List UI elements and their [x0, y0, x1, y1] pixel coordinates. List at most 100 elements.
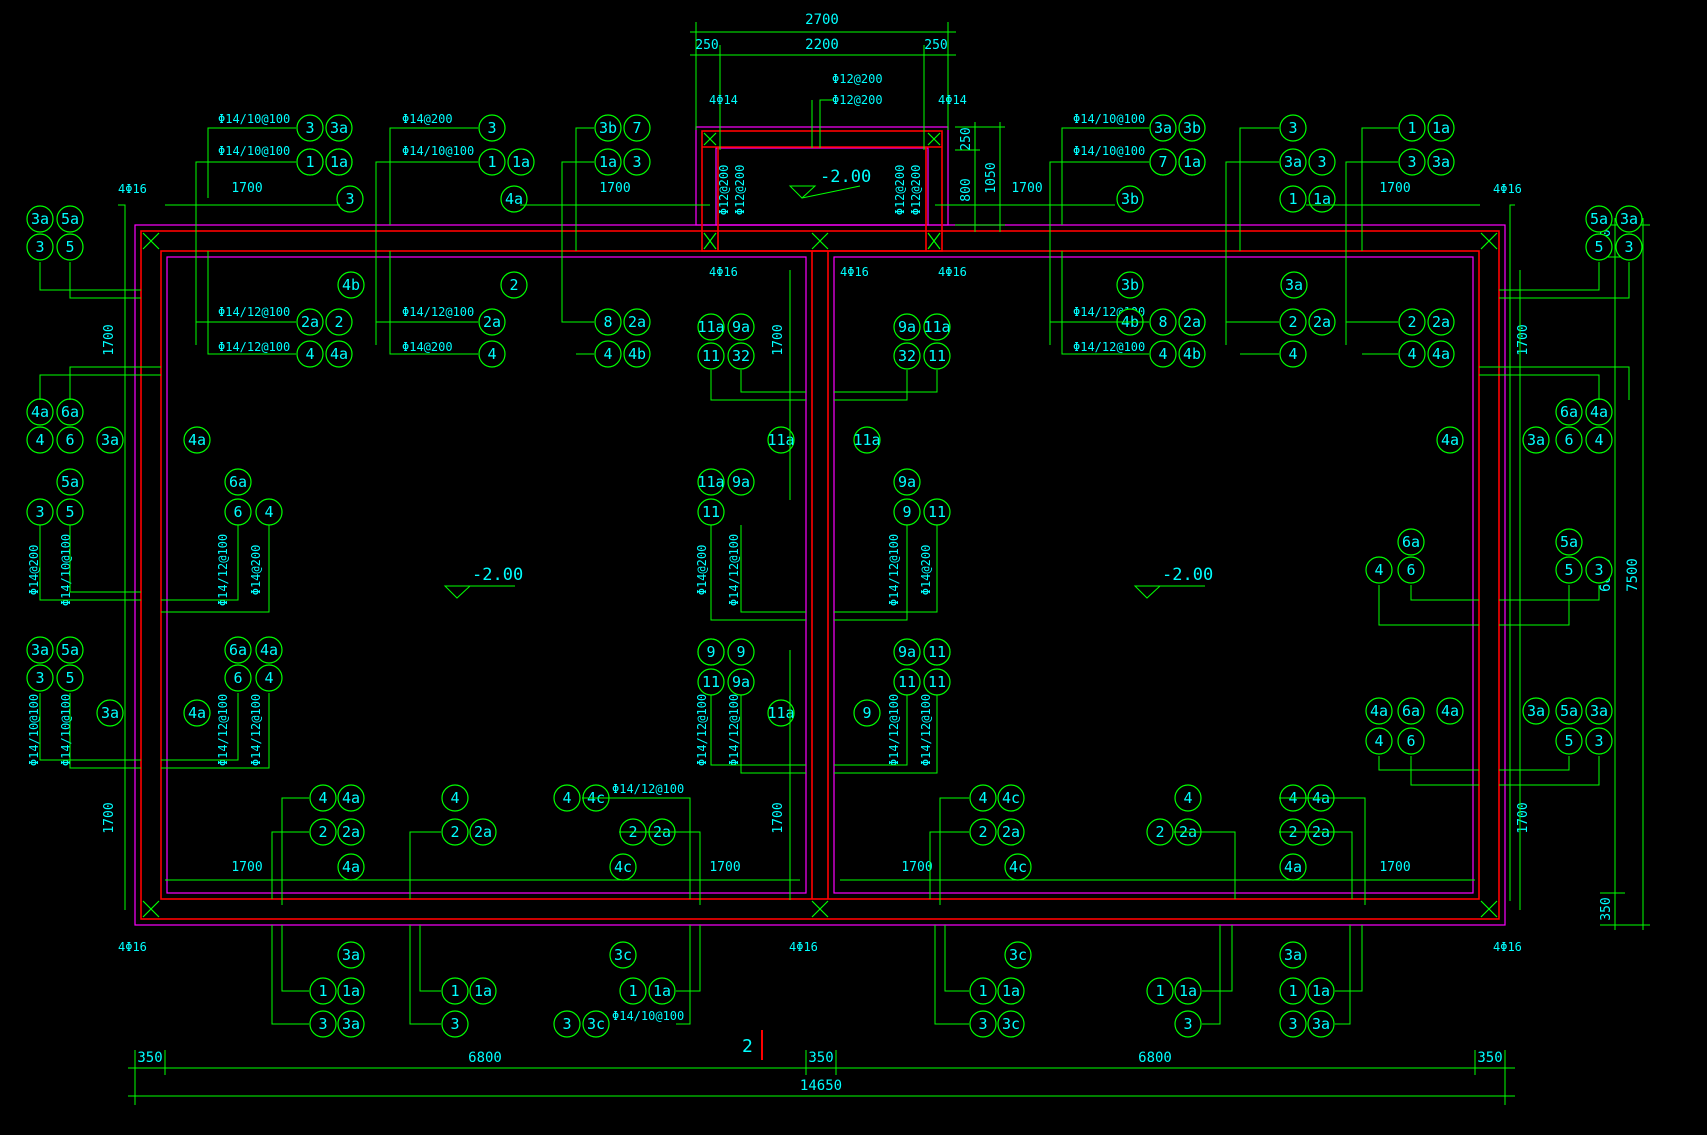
- rebar-label: Φ14/12@100: [727, 694, 741, 766]
- rebar-label: 4Φ16: [709, 265, 738, 279]
- bar-mark-bubble: 4: [296, 340, 324, 368]
- bot-dim-seg-5: 350: [1477, 1050, 1502, 1066]
- bot-dim-seg-1: 350: [137, 1050, 162, 1066]
- bar-mark-bubble: 7: [623, 114, 651, 142]
- bar-mark-bubble: 3b: [594, 114, 622, 142]
- bar-mark-bubble: 2a: [337, 818, 365, 846]
- bubble-label: 5: [65, 503, 74, 521]
- bar-mark-bubble: 6a: [56, 398, 84, 426]
- leader-line: [1279, 797, 1366, 905]
- bubble-label: 6: [1564, 431, 1573, 449]
- rebar-label: Φ14/12@100: [216, 534, 230, 606]
- leader-line: [575, 127, 594, 251]
- bubble-circle: [697, 638, 725, 666]
- bar-mark-bubble: 3: [309, 1010, 337, 1038]
- top-dim-total: 2700: [805, 12, 839, 28]
- leader-line: [161, 693, 270, 769]
- bubble-label: 4b: [1183, 345, 1201, 363]
- bar-mark-bubble: 2: [325, 308, 353, 336]
- leader-line: [69, 262, 141, 299]
- bubble-circle: [1555, 727, 1583, 755]
- bubble-circle: [183, 426, 211, 454]
- bubble-circle: [441, 1010, 469, 1038]
- level-label-left: -2.00: [472, 565, 523, 585]
- bar-mark-bubble: 1: [1146, 977, 1174, 1005]
- leader-line: [375, 161, 478, 345]
- bubble-label: 2a: [628, 313, 646, 331]
- bubble-circle: [1149, 148, 1177, 176]
- bar-mark-bubble: 5: [56, 498, 84, 526]
- leader-line: [561, 161, 594, 323]
- bubble-circle: [1308, 308, 1336, 336]
- bubble-circle: [1279, 148, 1307, 176]
- bubble-label: 2a: [1002, 823, 1020, 841]
- bubble-label: 4a: [1441, 702, 1459, 720]
- leader-line: [419, 925, 441, 992]
- bar-mark-bubble: 4b: [337, 271, 365, 299]
- bubble-label: 4a: [188, 704, 206, 722]
- bar-mark-bubble: 3: [1615, 233, 1643, 261]
- bubble-label: 1: [1155, 982, 1164, 1000]
- bar-mark-bubble: 3: [1174, 1010, 1202, 1038]
- bubble-circle: [1178, 114, 1206, 142]
- bubble-label: 2a: [301, 313, 319, 331]
- bubble-label: 3: [35, 669, 44, 687]
- bubble-circle: [1398, 308, 1426, 336]
- level-label-right: -2.00: [1162, 565, 1213, 585]
- rebar-label: Φ14/10@100: [1073, 144, 1145, 158]
- level-mark-pit: -2.00: [788, 167, 871, 199]
- bubble-circle: [325, 148, 353, 176]
- bubble-circle: [1116, 271, 1144, 299]
- bubble-circle: [1615, 233, 1643, 261]
- bubble-label: 2: [1288, 313, 1297, 331]
- corner-x-bl: [142, 900, 160, 918]
- bubble-circle: [224, 468, 252, 496]
- leader-line: [1335, 925, 1363, 992]
- bubble-circle: [296, 340, 324, 368]
- bar-mark-bubble: 9a: [893, 638, 921, 666]
- bubble-circle: [1555, 697, 1583, 725]
- bar-mark-bubble: 8: [594, 308, 622, 336]
- leader-line: [710, 370, 806, 401]
- bubble-label: 1a: [1313, 190, 1331, 208]
- bubble-circle: [1397, 528, 1425, 556]
- bubble-circle: [969, 818, 997, 846]
- rebar-label: Φ14@200: [695, 545, 709, 596]
- bubble-label: 2a: [1313, 313, 1331, 331]
- bubble-circle: [553, 784, 581, 812]
- bubble-circle: [1116, 185, 1144, 213]
- bar-mark-bubble: 1a: [1178, 148, 1206, 176]
- bubble-circle: [56, 233, 84, 261]
- bubble-label: 2: [978, 823, 987, 841]
- leader-line: [934, 925, 969, 1025]
- rebar-label: Φ14/12@100: [216, 694, 230, 766]
- bubble-circle: [727, 342, 755, 370]
- corner-x-bm: [811, 900, 829, 918]
- bubble-label: 9a: [732, 473, 750, 491]
- bubble-circle: [96, 699, 124, 727]
- bar-mark-bubble: 4: [1365, 727, 1393, 755]
- leader-line: [1479, 366, 1630, 400]
- rebar-label: 4Φ16: [840, 265, 869, 279]
- bubble-label: 3: [1317, 153, 1326, 171]
- bar-mark-bubble: 4c: [609, 853, 637, 881]
- level-label-pit: -2.00: [820, 167, 871, 187]
- bar-mark-bubble: 1a: [997, 977, 1025, 1005]
- bubble-label: 4: [562, 789, 571, 807]
- pit-dimension-chain: 250 800 1050: [955, 122, 1005, 232]
- bubble-circle: [767, 699, 795, 727]
- bubble-label: 3a: [1620, 210, 1638, 228]
- bubble-label: 3a: [330, 119, 348, 137]
- bubble-label: 1a: [1183, 153, 1201, 171]
- bar-mark-bubble: 3: [26, 664, 54, 692]
- bar-mark-bubble: 5a: [56, 636, 84, 664]
- bubble-label: 3a: [31, 210, 49, 228]
- bubble-label: 2a: [1183, 313, 1201, 331]
- rebar-label: Φ14/12@100: [612, 782, 684, 796]
- bubble-label: 4: [603, 345, 612, 363]
- bubble-label: 3: [632, 153, 641, 171]
- bubble-label: 4a: [188, 431, 206, 449]
- section-mark: 2: [742, 1030, 763, 1060]
- bar-mark-bubble: 1: [1279, 977, 1307, 1005]
- rebar-labels: Φ14/10@100 Φ14/10@100 Φ14/12@100 Φ14/12@…: [118, 72, 1522, 1023]
